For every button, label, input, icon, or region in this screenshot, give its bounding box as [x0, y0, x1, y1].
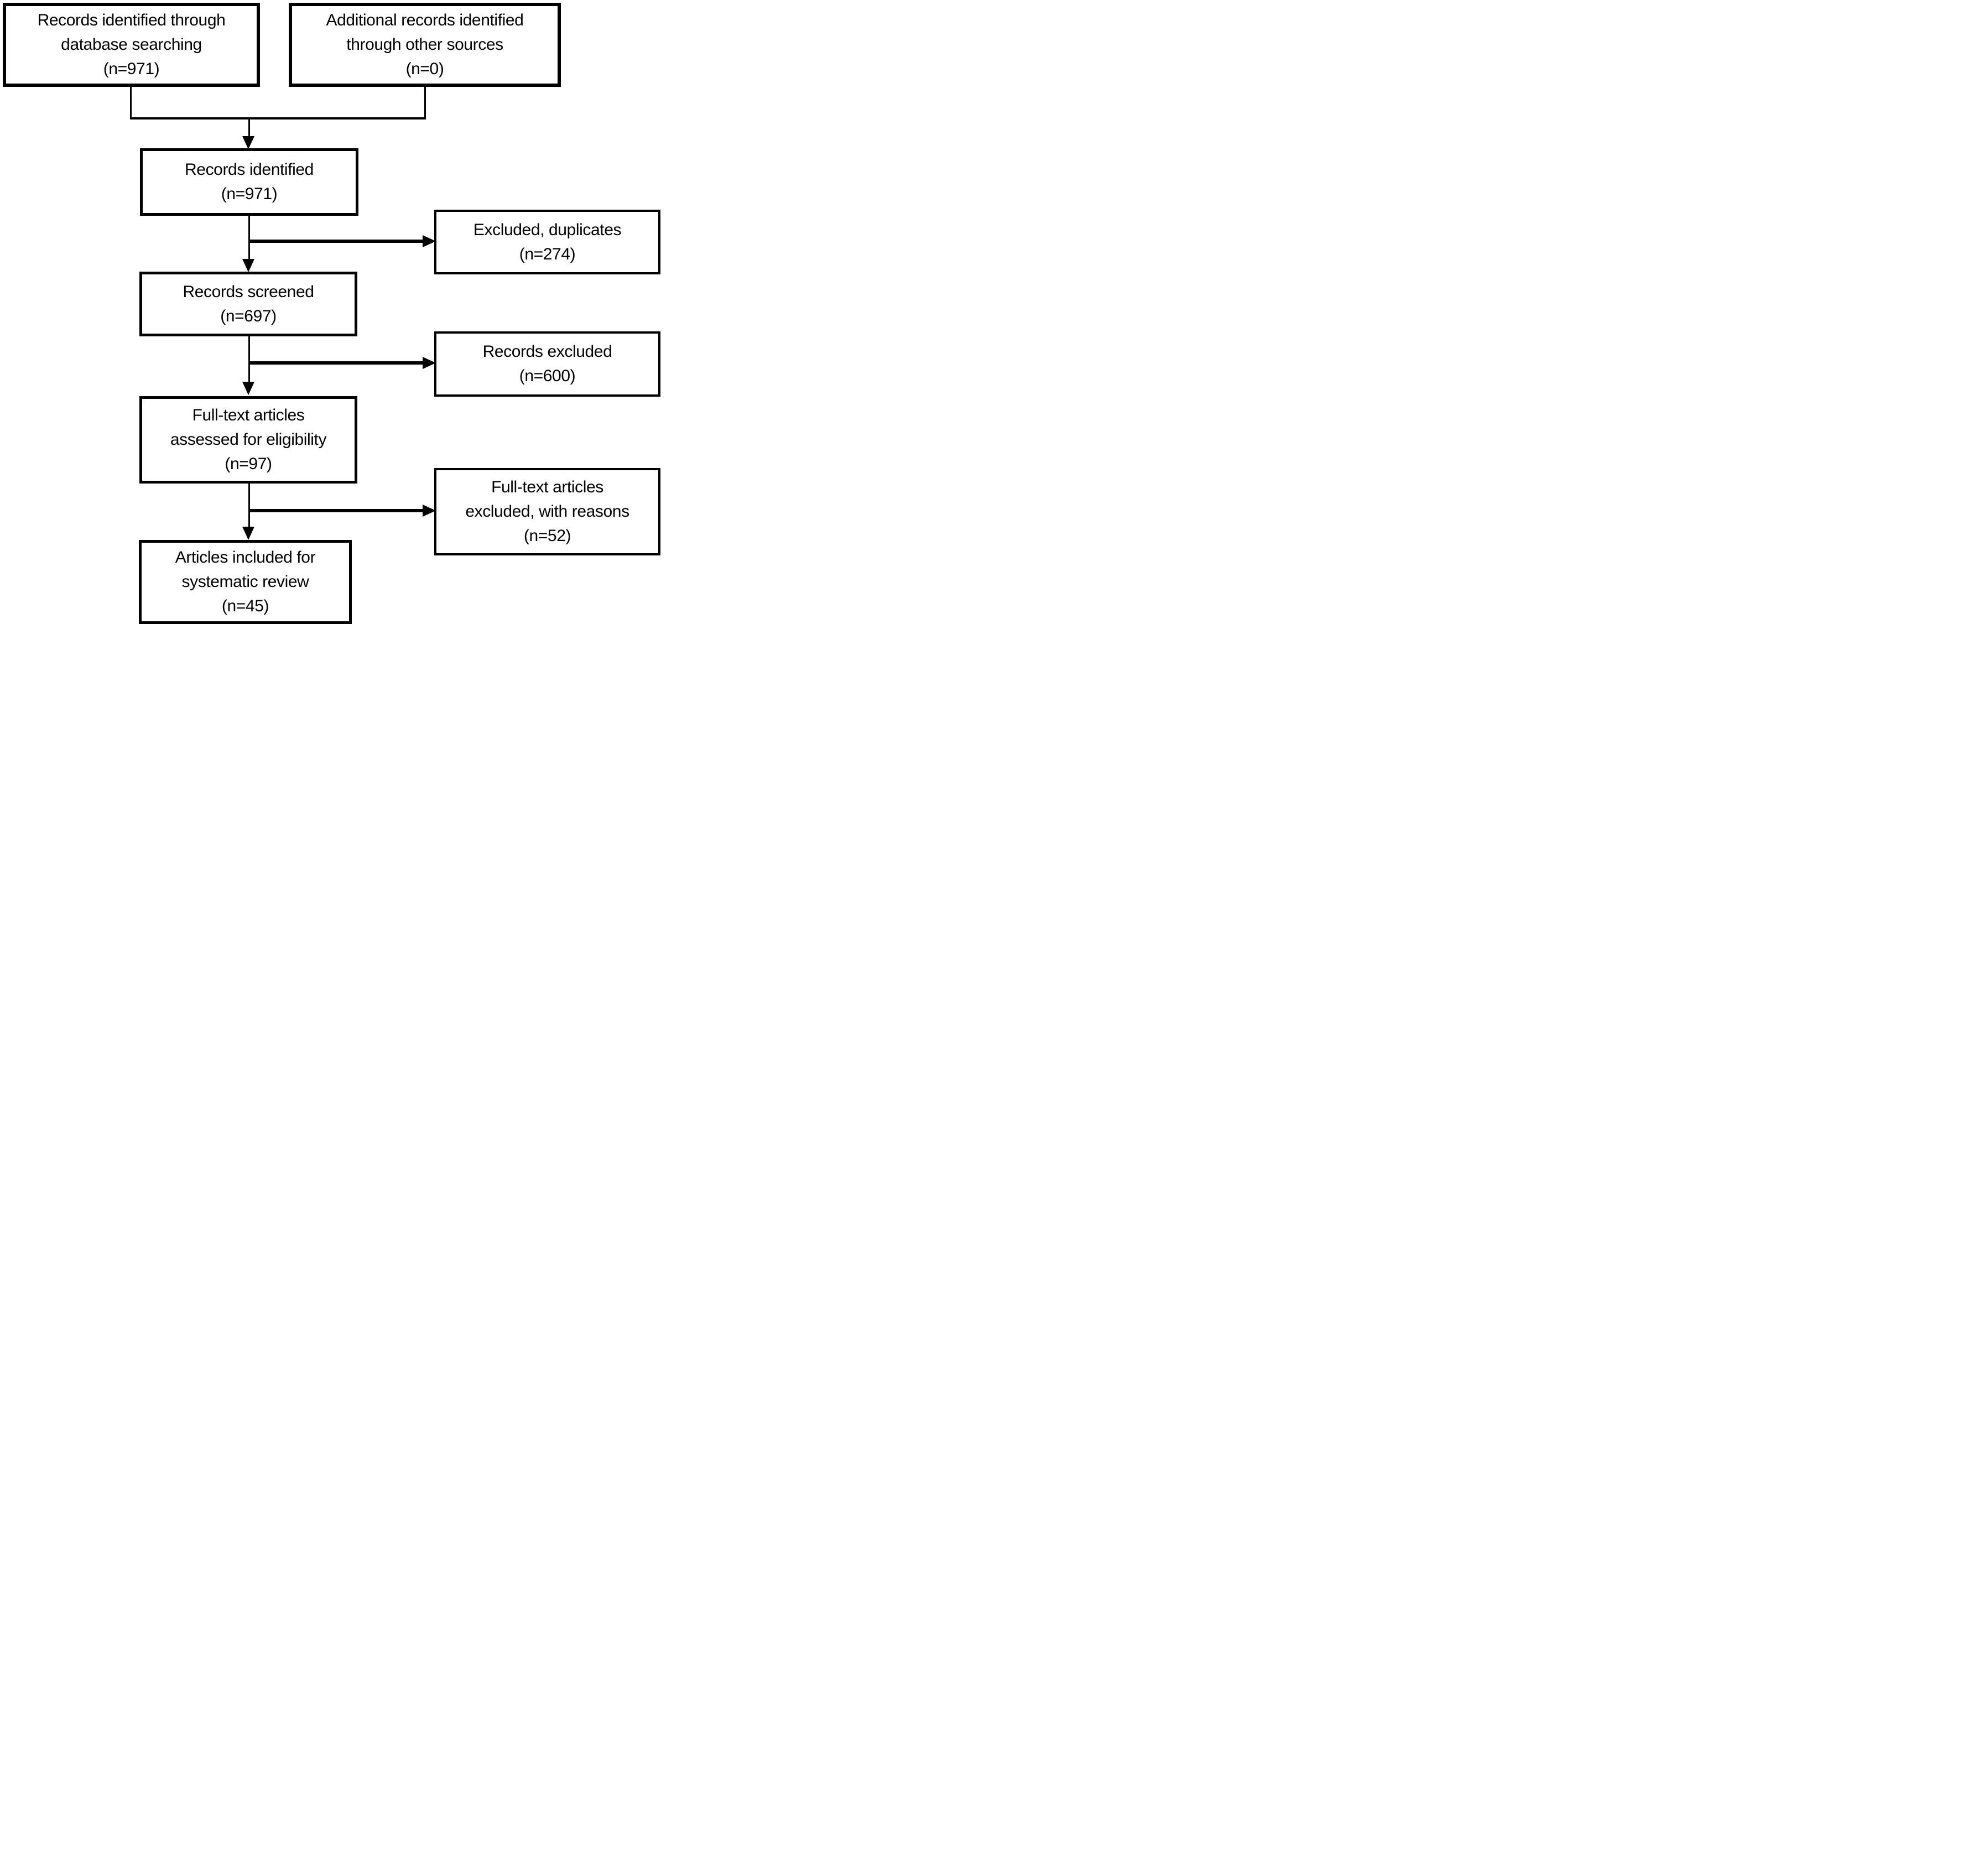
- box-count: (n=697): [220, 306, 277, 325]
- box-count: (n=600): [519, 367, 576, 385]
- box-text-line: Records identified: [185, 160, 314, 179]
- box-articles-included: Articles included for systematic review …: [139, 540, 352, 624]
- box-count: (n=971): [103, 60, 160, 78]
- arrow-to-fulltext-excluded-head: [423, 505, 436, 517]
- arrow-to-records-screened-head: [242, 259, 254, 272]
- arrow-to-records-excluded-shaft: [249, 361, 424, 365]
- prisma-flow-diagram: Records identified through database sear…: [0, 0, 664, 626]
- box-excluded-duplicates: Excluded, duplicates (n=274): [434, 210, 660, 274]
- box-text-line: Articles included for: [175, 548, 316, 567]
- box-text-line: database searching: [61, 35, 202, 54]
- box-count: (n=52): [523, 527, 571, 545]
- box-records-screened: Records screened (n=697): [139, 272, 357, 336]
- arrow-to-articles-included-head: [242, 527, 254, 540]
- box-text-line: systematic review: [181, 573, 309, 591]
- box-text-line: Additional records identified: [326, 11, 524, 29]
- box-text-line: excluded, with reasons: [465, 502, 629, 521]
- box-text-line: Records excluded: [482, 342, 612, 361]
- arrow-to-fulltext-assessed-shaft: [248, 336, 250, 383]
- connector-other-sources-stub: [424, 87, 426, 119]
- box-additional-records-other-sources: Additional records identified through ot…: [289, 3, 561, 87]
- box-text-line: Full-text articles: [491, 478, 603, 496]
- box-count: (n=97): [225, 455, 272, 473]
- box-fulltext-assessed: Full-text articles assessed for eligibil…: [139, 396, 357, 484]
- arrow-to-excluded-duplicates-shaft: [249, 240, 424, 243]
- box-records-identified: Records identified (n=971): [140, 148, 358, 216]
- arrow-to-records-identified-shaft: [248, 118, 250, 137]
- arrow-to-records-screened-shaft: [248, 216, 250, 260]
- box-text-line: Records screened: [183, 282, 314, 301]
- box-text-line: assessed for eligibility: [170, 430, 327, 449]
- box-text-line: Records identified through: [37, 11, 226, 29]
- arrow-to-articles-included-shaft: [248, 484, 250, 528]
- arrow-to-excluded-duplicates-head: [423, 235, 436, 247]
- connector-database-searching-stub: [130, 87, 132, 119]
- arrow-to-records-identified-head: [242, 136, 254, 149]
- box-records-identified-database-searching: Records identified through database sear…: [3, 3, 260, 87]
- box-fulltext-excluded: Full-text articles excluded, with reason…: [434, 468, 660, 555]
- box-text-line: Full-text articles: [192, 406, 305, 424]
- arrow-to-records-excluded-head: [423, 357, 436, 369]
- arrow-to-fulltext-assessed-head: [242, 382, 254, 395]
- box-text-line: through other sources: [346, 35, 503, 54]
- box-text-line: Excluded, duplicates: [473, 220, 622, 239]
- connector-merge-line: [130, 117, 426, 119]
- arrow-to-fulltext-excluded-shaft: [249, 509, 424, 512]
- box-count: (n=274): [519, 245, 576, 263]
- box-count: (n=45): [221, 597, 269, 615]
- box-count: (n=971): [221, 185, 278, 203]
- box-count: (n=0): [405, 60, 444, 78]
- box-records-excluded: Records excluded (n=600): [434, 331, 660, 397]
